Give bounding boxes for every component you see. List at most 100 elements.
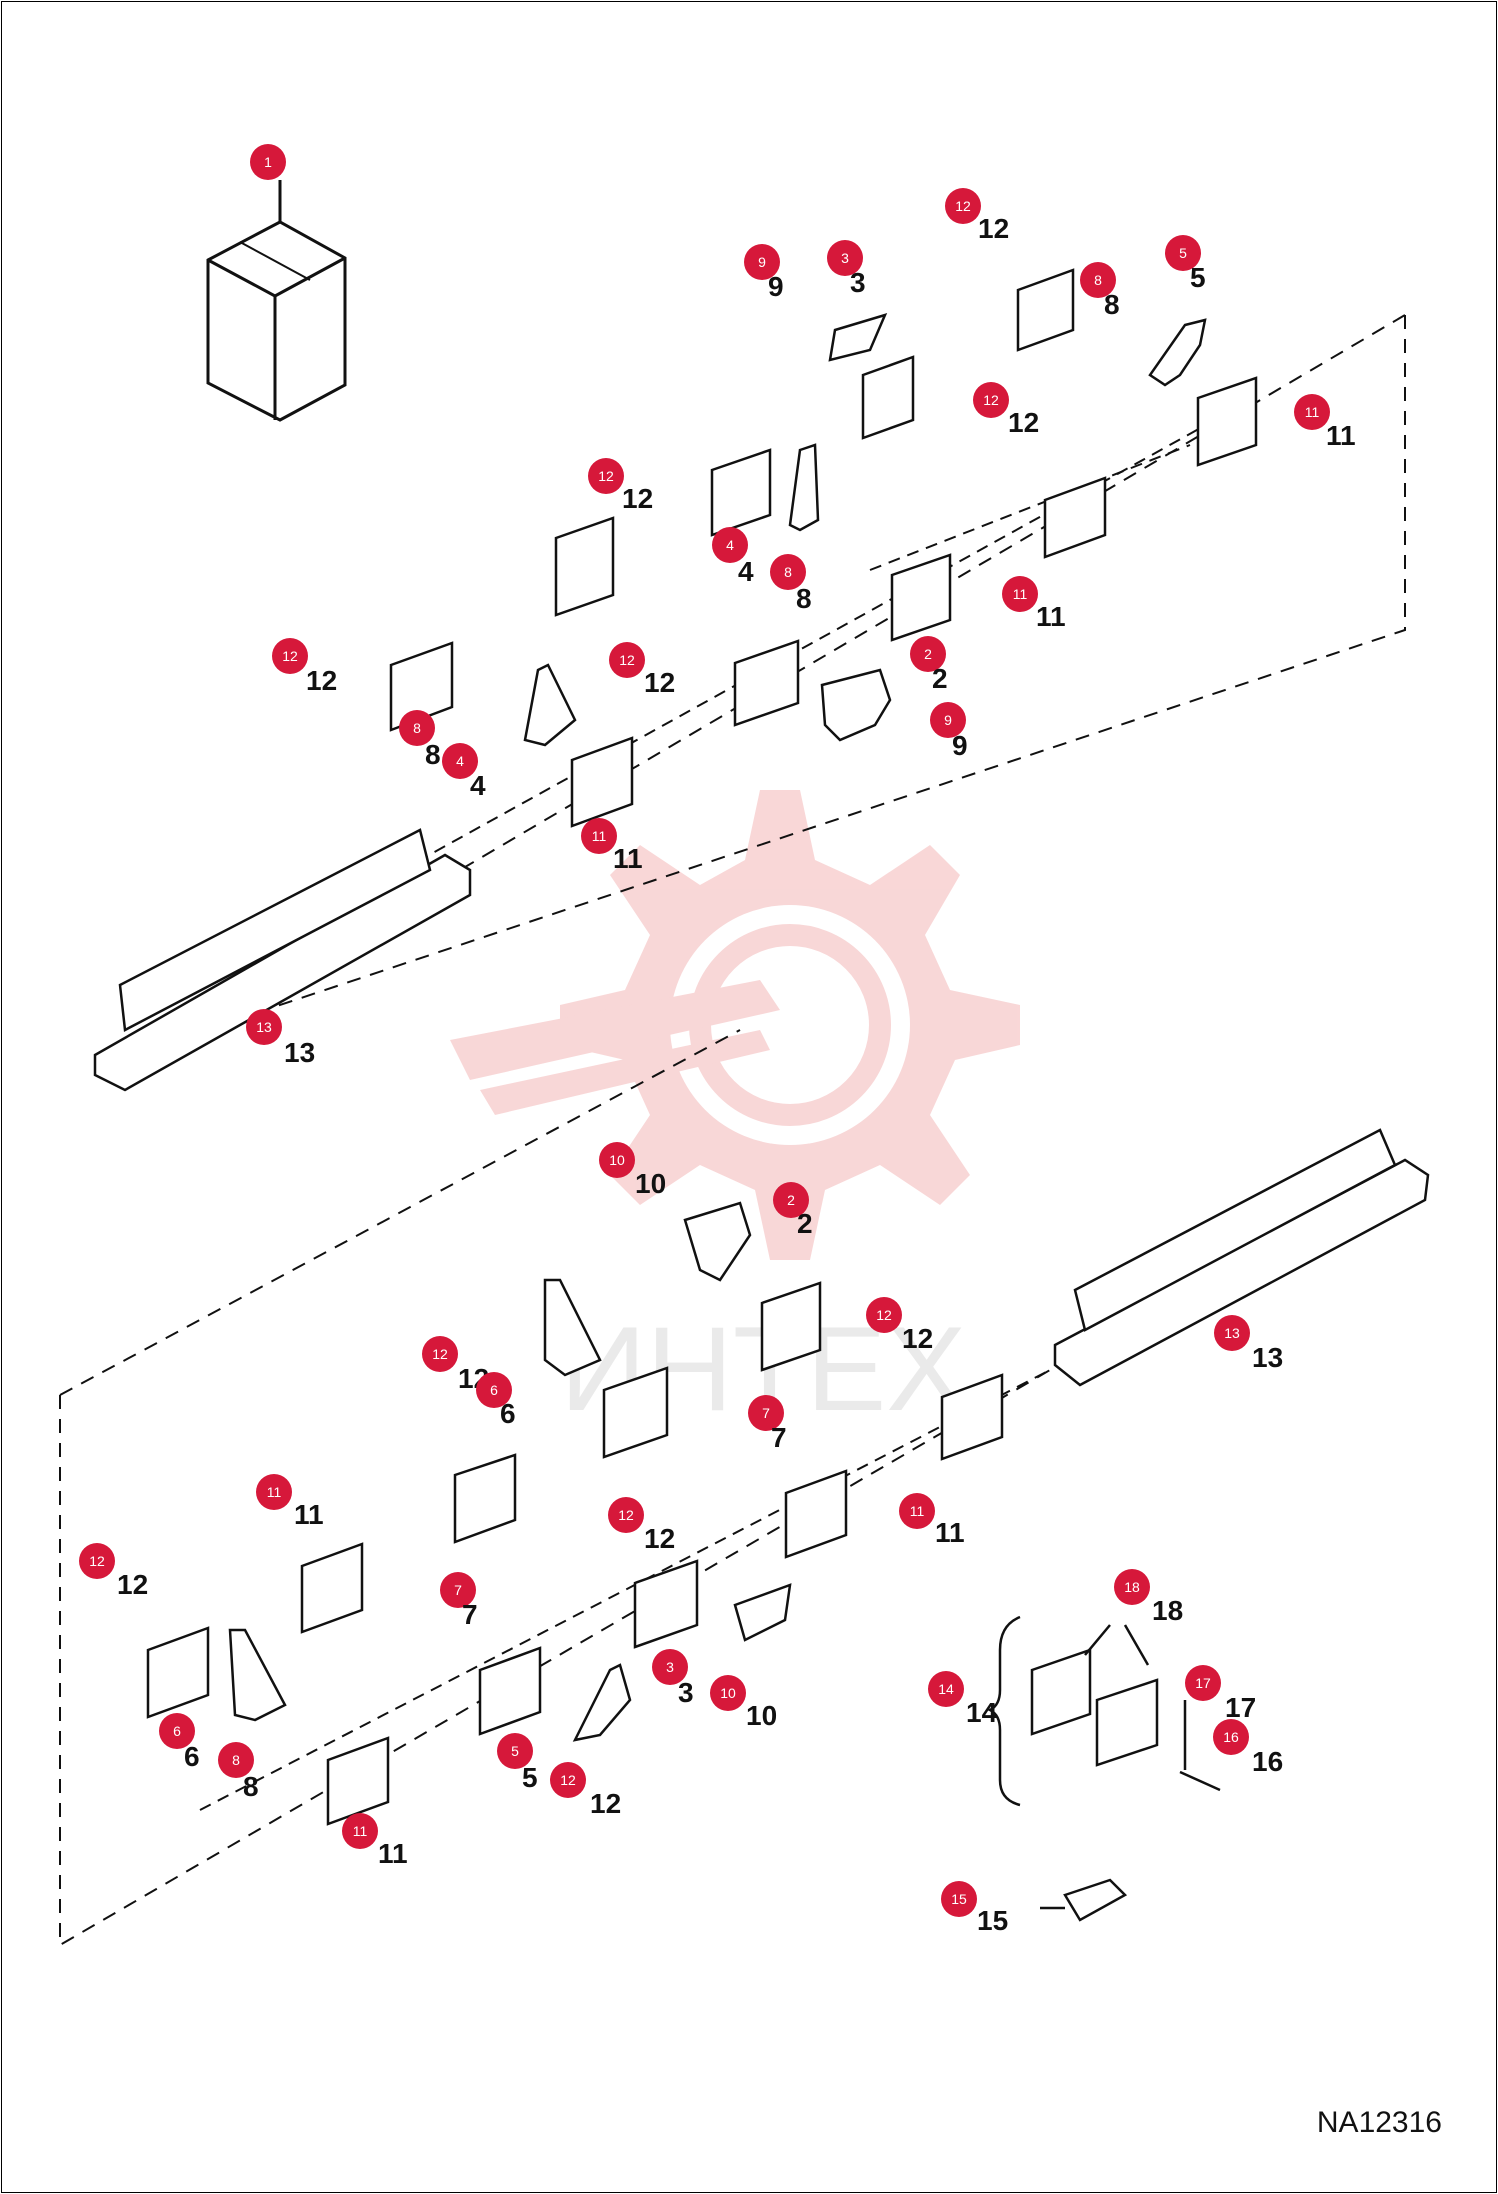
callout-badge[interactable] [652,1649,688,1685]
callout-4[interactable]: 44 [712,527,754,587]
callout-badge[interactable] [581,818,617,854]
callout-badge[interactable] [712,527,748,563]
callout-badge[interactable] [827,240,863,276]
callout-5[interactable]: 55 [1165,235,1206,293]
callout-badge[interactable] [1214,1315,1250,1351]
callout-number: 11 [1305,404,1320,420]
callout-badge[interactable] [941,1881,977,1917]
callout-badge[interactable] [550,1762,586,1798]
part-number-label: 3 [678,1677,694,1708]
callout-3[interactable]: 33 [827,240,866,298]
callout-badge[interactable] [399,710,435,746]
part-1-kit-box [206,180,347,422]
callout-8[interactable]: 88 [218,1742,259,1802]
callout-badge[interactable] [422,1336,458,1372]
roller-chain-upper [93,828,472,1092]
callout-2[interactable]: 22 [910,636,948,694]
callout-badge[interactable] [256,1474,292,1510]
callout-badge[interactable] [945,188,981,224]
callout-badge[interactable] [1080,262,1116,298]
callout-badge[interactable] [497,1733,533,1769]
callout-number: 8 [413,720,421,736]
callout-badge[interactable] [1002,576,1038,612]
callout-6[interactable]: 66 [476,1372,516,1429]
part-number-label: 18 [1152,1595,1183,1626]
callout-badge[interactable] [442,743,478,779]
part-number-label: 13 [284,1037,315,1068]
callout-badge[interactable] [218,1742,254,1778]
callout-1[interactable]: 1 [250,144,286,180]
callout-badge[interactable] [1294,394,1330,430]
part-number-label: 10 [635,1168,666,1199]
callout-badge[interactable] [588,458,624,494]
callout-number: 15 [951,1891,967,1907]
callout-badge[interactable] [342,1813,378,1849]
callout-badge[interactable] [440,1572,476,1608]
callout-badge[interactable] [599,1142,635,1178]
callout-badge[interactable] [609,642,645,678]
callout-badge[interactable] [1114,1569,1150,1605]
callout-badge[interactable] [744,244,780,280]
callout-badge[interactable] [1165,235,1201,271]
callout-2[interactable]: 22 [773,1182,813,1239]
callout-number: 7 [762,1405,770,1421]
callout-badge[interactable] [272,638,308,674]
callout-badge[interactable] [973,382,1009,418]
callout-9[interactable]: 99 [930,702,968,761]
callout-6[interactable]: 66 [159,1713,200,1772]
callout-badge[interactable] [1213,1719,1249,1755]
callout-badge[interactable] [930,702,966,738]
callout-8[interactable]: 88 [1080,262,1120,320]
callout-9[interactable]: 99 [744,244,784,302]
callout-badge[interactable] [928,1671,964,1707]
callout-4[interactable]: 44 [442,743,486,801]
callout-8[interactable]: 88 [399,710,441,770]
callout-number: 11 [267,1484,282,1500]
callout-7[interactable]: 77 [748,1395,787,1453]
callout-7[interactable]: 77 [440,1572,478,1630]
callout-badge[interactable] [246,1009,282,1045]
callout-badge[interactable] [910,636,946,672]
callout-5[interactable]: 55 [497,1733,538,1793]
callout-8[interactable]: 88 [770,554,812,614]
callout-badge[interactable] [250,144,286,180]
callout-badge[interactable] [866,1297,902,1333]
callout-badge[interactable] [79,1543,115,1579]
callout-badge[interactable] [748,1395,784,1431]
callout-number: 12 [618,1507,634,1523]
callout-badge[interactable] [899,1493,935,1529]
callout-badge[interactable] [476,1372,512,1408]
callout-badge[interactable] [770,554,806,590]
callout-badge[interactable] [773,1182,809,1218]
callout-3[interactable]: 33 [652,1649,694,1708]
callout-badge[interactable] [710,1675,746,1711]
callout-badge[interactable] [159,1713,195,1749]
callout-badge[interactable] [1185,1665,1221,1701]
callout-badge[interactable] [608,1497,644,1533]
